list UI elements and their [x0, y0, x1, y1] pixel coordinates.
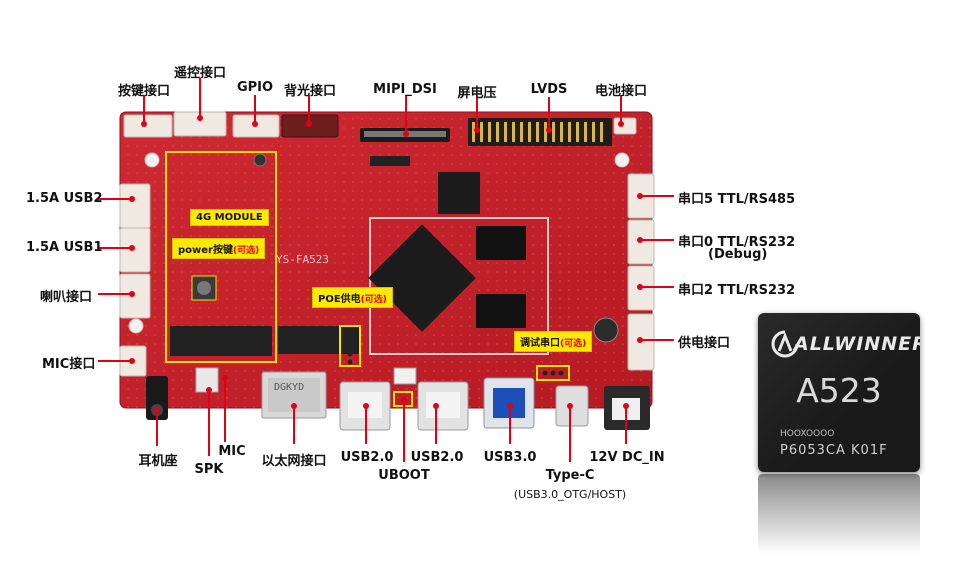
label-dc-in: 12V DC_IN [589, 450, 665, 465]
tag-poe: POE供电(可选) [312, 287, 393, 308]
chip-reflection [758, 474, 920, 554]
label-speaker-port: 喇叭接口 [40, 290, 93, 305]
label-spk: SPK [194, 462, 224, 477]
label-mic-port: MIC接口 [42, 357, 96, 372]
tag-power-key: power按键(可选) [172, 238, 266, 259]
label-headphone: 耳机座 [138, 454, 178, 469]
label-power-port: 供电接口 [678, 336, 731, 351]
label-usb20-b: USB2.0 [410, 450, 464, 465]
label-remote-port: 遥控接口 [173, 66, 227, 81]
label-usb2-left: 1.5A USB2 [26, 191, 103, 206]
label-gpio: GPIO [236, 80, 274, 95]
label-usb20-a: USB2.0 [340, 450, 394, 465]
label-usb30: USB3.0 [483, 450, 537, 465]
chip-code-line1: HOOXOOOO [780, 429, 835, 439]
label-ethernet: 以太网接口 [261, 454, 327, 469]
soc-chip [368, 224, 476, 332]
allwinner-chip-image: ALLWINNER A523 HOOXOOOO P6053CA K01F [758, 313, 920, 472]
chip-brand: ALLWINNER [794, 333, 920, 355]
label-mic: MIC [218, 444, 246, 459]
label-backlight: 背光接口 [283, 84, 337, 99]
label-lvds: LVDS [530, 82, 568, 97]
label-screen-voltage: 屏电压 [457, 86, 497, 101]
allwinner-logo-icon [771, 330, 799, 358]
label-key-port: 按键接口 [117, 84, 171, 99]
chip-model: A523 [796, 371, 882, 410]
label-uart2: 串口2 TTL/RS232 [678, 283, 796, 298]
label-typec: Type-C [545, 468, 595, 483]
tag-4g-module: 4G MODULE [190, 209, 269, 226]
label-uart0-debug: (Debug) [708, 247, 768, 262]
tag-debug-uart: 调试串口(可选) [514, 331, 593, 352]
label-typec-sub: (USB3.0_OTG/HOST) [513, 488, 627, 501]
ethernet-brand: DGKYD [274, 382, 305, 393]
chip-code-line2: P6053CA K01F [780, 443, 888, 458]
board-silk-model: YS-FA523 [276, 253, 329, 266]
label-uboot: UBOOT [378, 468, 430, 483]
label-mipi-dsi: MIPI_DSI [373, 82, 437, 97]
optional-note: (可选) [560, 339, 587, 349]
label-uart0: 串口0 TTL/RS232 [678, 235, 796, 250]
label-uart5: 串口5 TTL/RS485 [678, 192, 796, 207]
optional-note: (可选) [360, 295, 387, 305]
label-battery: 电池接口 [594, 84, 648, 99]
label-usb1-left: 1.5A USB1 [26, 240, 103, 255]
optional-note: (可选) [232, 246, 260, 256]
